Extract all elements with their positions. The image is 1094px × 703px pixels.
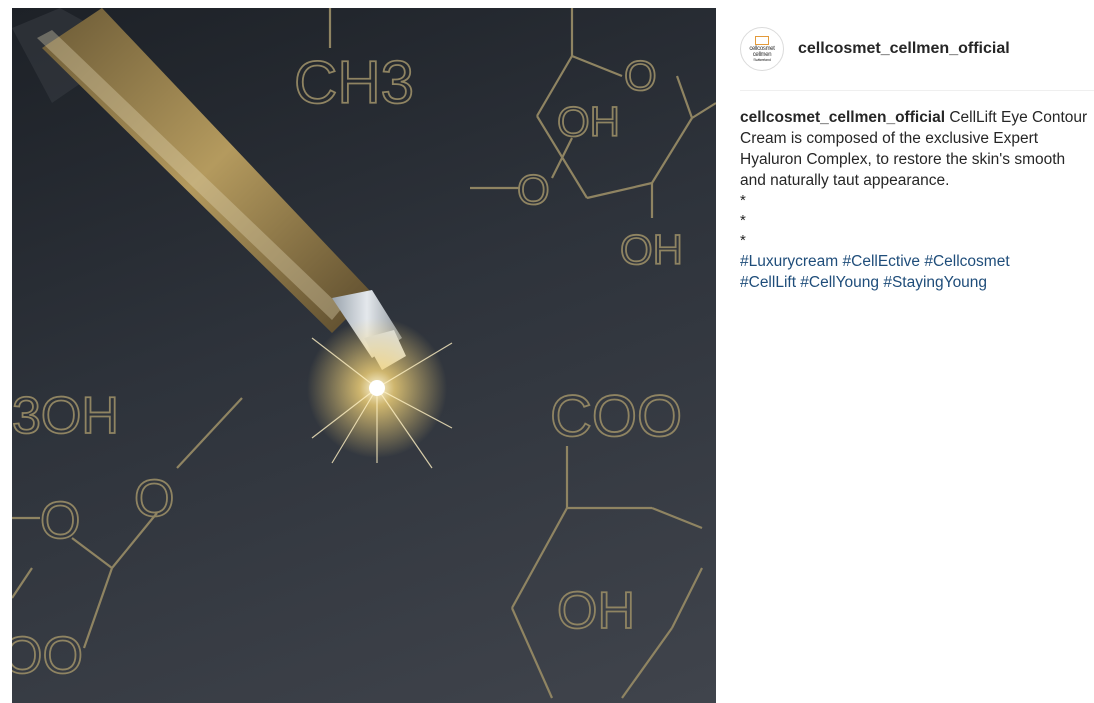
formula-oh-2: OH — [620, 226, 683, 273]
formula-oo-left: OO — [12, 627, 83, 685]
post-header: cellcosmet cellmen Switzerland cellcosme… — [740, 8, 1094, 91]
hashtags-line-2[interactable]: #CellLift #CellYoung #StayingYoung — [740, 274, 988, 291]
avatar-text-3: Switzerland — [753, 57, 771, 62]
caption-text: CellLift Eye Contour Cream is composed o… — [740, 109, 1088, 189]
formula-o-1: O — [624, 52, 657, 99]
brand-logo-icon — [755, 36, 769, 45]
post-username[interactable]: cellcosmet_cellmen_official — [798, 40, 1010, 57]
formula-oh-1: OH — [557, 98, 620, 145]
avatar-text-1: cellcosmet — [749, 46, 775, 52]
caption-separator-1: * — [740, 192, 746, 209]
formula-coo: COO — [550, 384, 682, 449]
formula-ring-left — [12, 397, 243, 649]
light-rays — [311, 337, 453, 469]
formula-o-2: O — [517, 166, 550, 213]
formula-o-4: O — [134, 470, 174, 528]
caption-separator-2: * — [740, 212, 746, 229]
post-sidebar: cellcosmet cellmen Switzerland cellcosme… — [740, 8, 1094, 703]
post-caption: cellcosmet_cellmen_official CellLift Eye… — [740, 107, 1094, 293]
formula-ring-bottom-right — [510, 446, 703, 699]
avatar[interactable]: cellcosmet cellmen Switzerland — [740, 27, 784, 71]
hashtags-line-1[interactable]: #Luxurycream #CellEctive #Cellcosmet — [740, 253, 1010, 270]
formula-3oh: 3OH — [12, 387, 119, 445]
post-image[interactable]: CH3 OH O O OH 3OH O O — [12, 8, 716, 703]
caption-username[interactable]: cellcosmet_cellmen_official — [740, 109, 946, 126]
formula-ring-top-right — [470, 8, 716, 218]
avatar-text-2: cellmen — [752, 52, 772, 58]
formula-oh-3: OH — [557, 582, 635, 640]
formula-o-3: O — [40, 492, 80, 550]
caption-separator-3: * — [740, 232, 746, 249]
formula-ch3: CH3 — [294, 49, 414, 116]
post-image-illustration: CH3 OH O O OH 3OH O O — [12, 8, 716, 699]
